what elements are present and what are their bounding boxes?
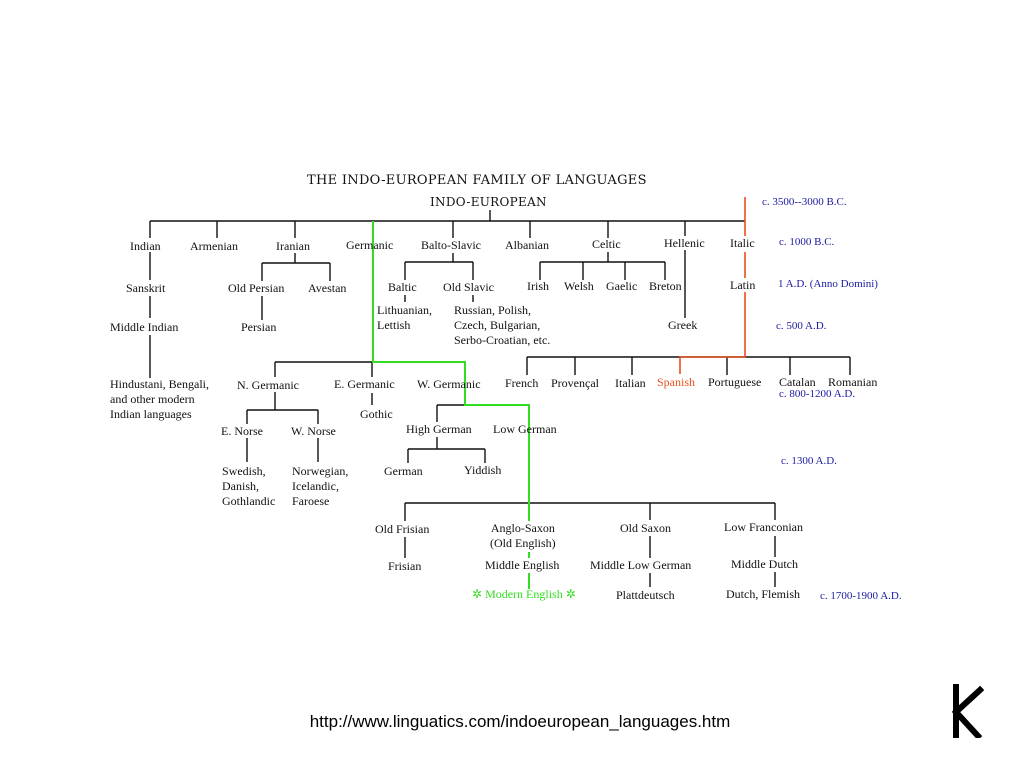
node-old-persian: Old Persian <box>228 281 285 295</box>
node-frisian: Frisian <box>388 559 422 573</box>
node-avestan: Avestan <box>308 281 347 295</box>
era-label: c. 1000 B.C. <box>779 236 835 248</box>
node-middle-low-german: Middle Low German <box>590 558 692 572</box>
node-low-german: Low German <box>493 422 557 436</box>
node-spanish: Spanish <box>657 375 696 389</box>
node-plattdeutsch: Plattdeutsch <box>616 588 675 602</box>
star-icon: ✲ <box>472 587 483 601</box>
node-sanskrit: Sanskrit <box>126 281 166 295</box>
node-persian: Persian <box>241 320 277 334</box>
node-swedish: Swedish, Danish, Gothlandic <box>222 464 276 508</box>
node-french: French <box>505 376 539 390</box>
node-albanian: Albanian <box>505 238 549 252</box>
node-gaelic: Gaelic <box>606 279 638 293</box>
era-label: c. 1700-1900 A.D. <box>820 590 902 602</box>
node-middle-indian: Middle Indian <box>110 320 179 334</box>
spanish-path <box>679 197 746 374</box>
node-n-germanic: N. Germanic <box>237 378 299 392</box>
node-celtic: Celtic <box>592 237 621 251</box>
node-anglo-saxon: Anglo-Saxon (Old English) <box>490 521 556 550</box>
node-w-germanic: W. Germanic <box>417 377 481 391</box>
node-greek: Greek <box>668 318 698 332</box>
node-indian: Indian <box>130 239 161 253</box>
node-e-germanic: E. Germanic <box>334 377 395 391</box>
node-breton: Breton <box>649 279 682 293</box>
node-e-norse: E. Norse <box>221 424 263 438</box>
node-iranian: Iranian <box>276 239 310 253</box>
era-label: c. 800-1200 A.D. <box>779 388 856 400</box>
node-italian: Italian <box>615 376 646 390</box>
node-latin: Latin <box>730 278 756 292</box>
page-title: THE INDO-EUROPEAN FAMILY OF LANGUAGES <box>307 173 647 188</box>
node-dutch-flemish: Dutch, Flemish <box>726 587 800 601</box>
era-label: c. 1300 A.D. <box>781 455 837 467</box>
logo-icon <box>951 684 985 738</box>
node-norwegian: Norwegian, Icelandic, Faroese <box>292 464 349 508</box>
node-middle-dutch: Middle Dutch <box>731 557 798 571</box>
node-middle-english: Middle English <box>485 558 560 572</box>
node-irish: Irish <box>527 279 549 293</box>
node-italic: Italic <box>730 236 755 250</box>
node-old-slavic: Old Slavic <box>443 280 494 294</box>
node-provencal: Provençal <box>551 376 599 390</box>
node-armenian: Armenian <box>190 239 238 253</box>
star-icon: ✲ <box>565 587 576 601</box>
node-high-german: High German <box>406 422 472 436</box>
era-label: 1 A.D. (Anno Domini) <box>778 278 878 290</box>
node-yiddish: Yiddish <box>464 463 502 477</box>
node-indo-european: INDO-EUROPEAN <box>430 195 547 209</box>
era-label: c. 500 A.D. <box>776 320 827 332</box>
node-w-norse: W. Norse <box>291 424 336 438</box>
node-german: German <box>384 464 423 478</box>
node-welsh: Welsh <box>564 279 594 293</box>
node-modern-english: ✲ Modern English ✲ <box>472 587 576 601</box>
node-gothic: Gothic <box>360 407 393 421</box>
node-romanian: Romanian <box>828 375 878 389</box>
node-low-franconian: Low Franconian <box>724 520 803 534</box>
node-hindustani: Hindustani, Bengali, and other modern In… <box>110 377 209 421</box>
node-catalan: Catalan <box>779 375 816 389</box>
english-path <box>372 221 530 589</box>
node-lithuanian: Lithuanian, Lettish <box>377 303 432 332</box>
era-label: c. 3500--3000 B.C. <box>762 196 847 208</box>
node-russian: Russian, Polish, Czech, Bulgarian, Serbo… <box>454 303 551 347</box>
node-baltic: Baltic <box>388 280 417 294</box>
node-old-frisian: Old Frisian <box>375 522 430 536</box>
node-old-saxon: Old Saxon <box>620 521 671 535</box>
source-url: http://www.linguatics.com/indoeuropean_l… <box>309 712 731 731</box>
node-balto-slavic: Balto-Slavic <box>421 238 481 252</box>
node-portuguese: Portuguese <box>708 375 762 389</box>
node-hellenic: Hellenic <box>664 236 705 250</box>
node-germanic: Germanic <box>346 238 394 252</box>
